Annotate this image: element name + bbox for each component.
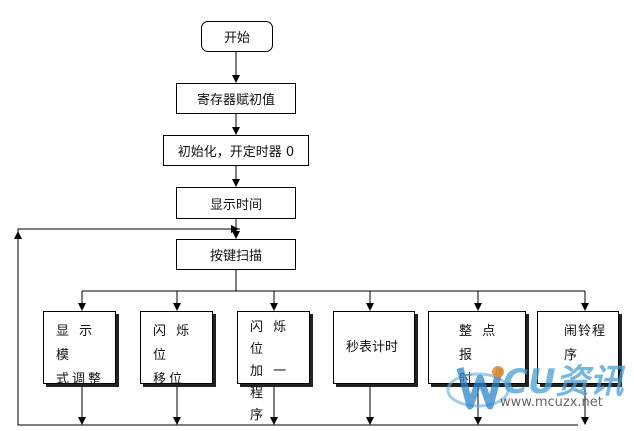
blink-add-node: 闪 烁 位 加 一 程 序 (237, 311, 310, 423)
alarm-label: 闹铃程 序 (564, 324, 607, 363)
blink-shift-label: 闪 烁 位 移位 (153, 324, 193, 387)
key-scan-node: 按键扫描 (176, 239, 296, 270)
loop-return-line (17, 228, 578, 426)
init-registers-node: 寄存器赋初值 (176, 83, 296, 114)
blink-shift-node: 闪 烁 位 移位 (140, 311, 213, 387)
stopwatch-label: 秒表计时 (346, 339, 399, 355)
stopwatch-node: 秒表计时 (333, 311, 415, 384)
init-timer-node: 初始化，开定时器 0 (163, 135, 309, 166)
mode-adjust-label: 显 示 模 式调整 (56, 324, 105, 387)
mode-adjust-node: 显 示 模 式调整 (43, 311, 116, 387)
watermark-logo-icon (446, 366, 510, 410)
key-scan-label: 按键扫描 (209, 249, 262, 264)
hourly-chime-node: 整 点 报 时 (428, 311, 526, 387)
alarm-node: 闹铃程 序 (537, 311, 619, 384)
start-node: 开始 (201, 21, 273, 52)
start-label: 开始 (223, 31, 250, 46)
show-time-node: 显示时间 (176, 187, 296, 219)
init-timer-label: 初始化，开定时器 0 (177, 145, 295, 160)
blink-add-label: 闪 烁 位 加 一 程 序 (250, 320, 290, 423)
init-registers-label: 寄存器赋初值 (196, 93, 275, 108)
show-time-label: 显示时间 (209, 197, 262, 213)
